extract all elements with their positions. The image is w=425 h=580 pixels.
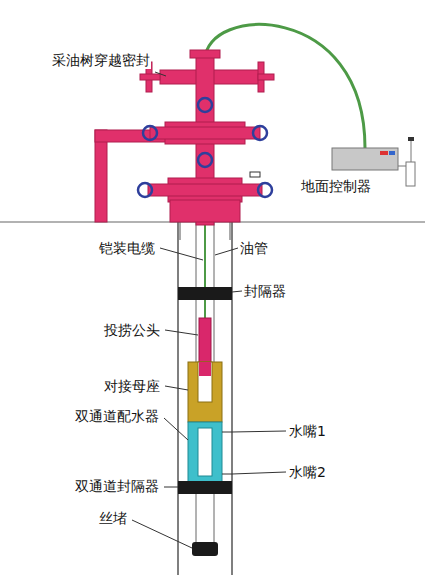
part-label: 封隔器 (243, 283, 287, 300)
part-label: 水嘴1 (288, 423, 327, 440)
part-label: 铠装电缆 (98, 240, 156, 257)
part-label: 水嘴2 (288, 464, 327, 481)
part-label: 双通道封隔器 (74, 478, 160, 495)
part-label: 丝堵 (98, 510, 128, 527)
part-label: 投捞公头 (103, 322, 161, 339)
part-label: 油管 (239, 240, 269, 257)
part-label: 采油树穿越密封 (51, 52, 151, 69)
part-label: 地面控制器 (300, 178, 372, 195)
part-label: 对接母座 (103, 378, 161, 395)
part-label: 双通道配水器 (74, 408, 160, 425)
